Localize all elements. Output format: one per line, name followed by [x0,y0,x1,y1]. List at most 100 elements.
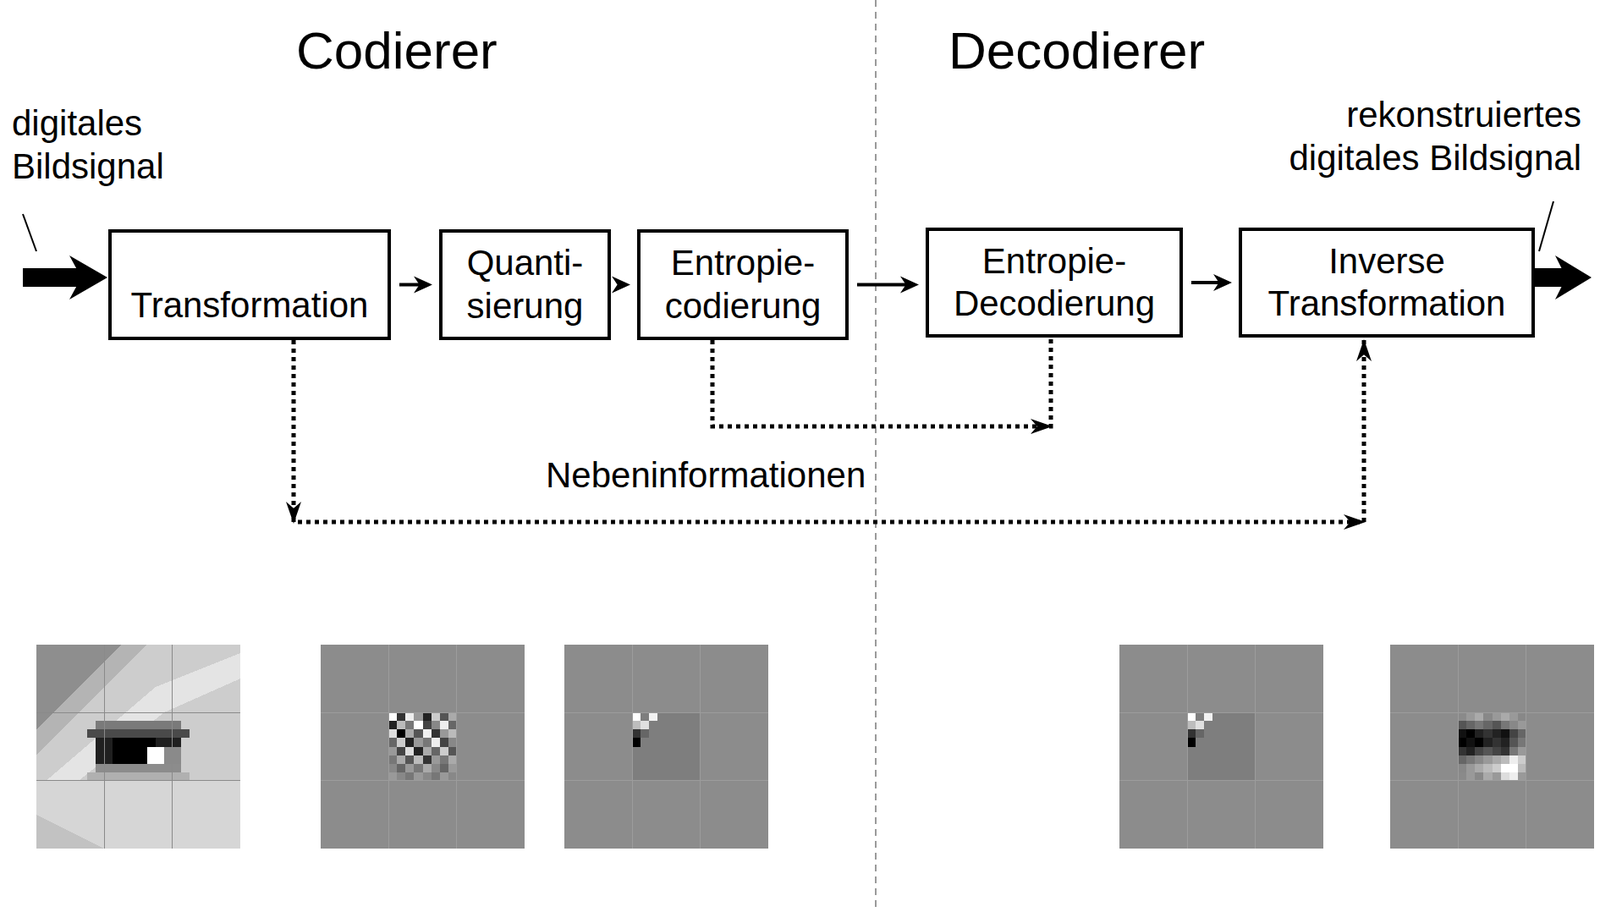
image-pixel [388,644,390,849]
image-pixel [1492,764,1502,773]
image-pixel [1457,764,1467,773]
image-pixel [648,712,658,721]
image-pixel [1492,772,1502,781]
image-pixel [439,764,449,773]
image-pixel [1509,772,1518,781]
connector [857,276,919,294]
image-pixel [1390,644,1595,849]
image-pixel [1390,780,1595,781]
image-pixel [1501,772,1510,781]
image-pixel [171,644,173,849]
image-pixel [1517,772,1527,781]
image-pixel [632,712,641,721]
image-pixel [95,764,181,773]
input-arrow-head [69,255,108,300]
image-pixel [1119,780,1324,781]
image-pixel [1509,764,1518,773]
image-pixel [1492,755,1502,765]
divider-line [874,0,877,912]
image-pixel [405,764,414,773]
image-pixel [564,644,769,849]
image-pixel [320,712,525,714]
leader-line [1539,201,1554,252]
image-pixel [413,755,423,765]
image-pixel [439,737,449,747]
image-pixel [431,764,440,773]
box-label: Transformation [131,284,369,327]
side-info-label: Nebeninformationen [540,453,871,497]
image-pixel [413,720,423,730]
image-pixel [431,729,440,738]
image-pixel [396,729,406,738]
image-pixel [632,729,641,738]
image-pixel [1525,644,1527,849]
image-pixel [1509,712,1518,721]
leader-line [22,214,37,252]
image-pixel [1501,737,1510,747]
image-pixel [1509,747,1518,756]
image-pixel [388,747,397,756]
image-pixel [1474,755,1484,765]
image-pixel [396,747,406,756]
flow-arrow [1191,280,1221,285]
image-pixel [1474,729,1484,738]
image-pixel [1187,644,1188,849]
image-pixel [439,729,449,738]
image-pixel [1119,712,1324,714]
side-info-line [293,337,1364,523]
output-arrow-head [1555,255,1592,300]
image-pixel [1187,712,1196,721]
image-pixel [1501,712,1510,721]
image-pixel [87,729,190,738]
image-pixel [1466,755,1475,765]
image-pixel [413,737,423,747]
image-pixel [423,772,432,781]
image-pixel [632,712,700,781]
image-pixel [431,737,440,747]
connector [712,337,1053,435]
image-pixel [448,729,457,738]
image-pixel [423,755,432,765]
image-pixel [405,720,414,730]
image-pixel [1457,729,1467,738]
image-pixel [1466,737,1475,747]
image-pixel [1517,755,1527,765]
image-pixel [1457,712,1467,721]
image-pixel [640,720,649,730]
image-pixel [448,772,457,781]
image-pixel [1501,764,1510,773]
image-pixel [405,729,414,738]
image-pixel [87,772,190,781]
image-pixel [448,712,457,721]
image-pixel [1517,712,1527,721]
image-pixel [1466,729,1475,738]
image-pixel [396,712,406,721]
process-box: Transformation [108,229,391,341]
connector [611,276,631,294]
image-pixel [1457,747,1467,756]
image-pixel [564,712,769,714]
image-pixel [36,712,241,714]
image-pixel [1517,747,1527,756]
image-pixel [405,755,414,765]
image-pixel [439,755,449,765]
box-label: Quanti- sierung [442,241,608,328]
image-pixel [1483,764,1492,773]
flow-arrow [399,283,421,287]
image-pixel [1483,755,1492,765]
image-pixel [1474,764,1484,773]
image-pixel [456,644,457,849]
connector [1191,274,1232,292]
image-pixel [320,780,525,781]
image-pixel [413,772,423,781]
image-pixel [1483,772,1492,781]
image-pixel [632,737,641,747]
image-pixel [431,720,440,730]
image-pixel [1466,747,1475,756]
image-pixel [36,644,241,849]
process-box: Quanti- sierung [439,229,611,341]
image-pixel [388,729,397,738]
image-pixel [95,720,181,730]
image-pixel [413,764,423,773]
image-pixel [1517,764,1527,773]
